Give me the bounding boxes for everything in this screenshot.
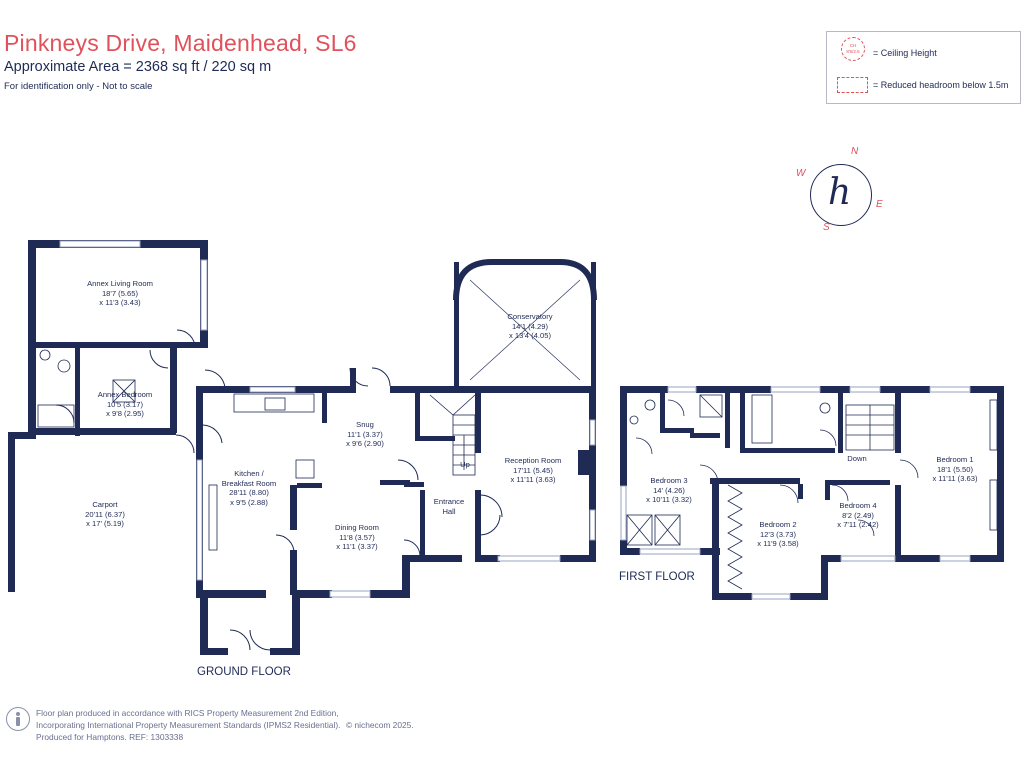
legend-box: CH 8'5/2.6 = Ceiling Height = Reduced he… [826,31,1021,104]
compass-west: W [796,168,806,179]
footer-line-2: Incorporating International Property Mea… [36,720,341,730]
logo-monogram: h [828,172,852,213]
bedroom-2-label: Bedroom 2 12'3 (3.73) x 11'9 (3.58) [757,520,799,549]
reduced-headroom-label: = Reduced headroom below 1.5m [873,80,1009,90]
first-floor-fixtures [626,394,998,590]
bedroom-1-label: Bedroom 1 18'1 (5.50) x 11'11 (3.63) [932,455,978,484]
approximate-area: Approximate Area = 2368 sq ft / 220 sq m [4,59,272,75]
property-title: Pinkneys Drive, Maidenhead, SL6 [4,30,357,56]
first-floor-walls [620,386,1004,600]
first-floor-label: FIRST FLOOR [619,571,695,583]
annex-living-room-label: Annex Living Room 18'7 (5.65) x 11'3 (3.… [87,279,153,308]
footer-line-3: Produced for Hamptons. REF: 1303338 [36,732,184,742]
compass-north: N [851,146,859,157]
annex-bedroom-label: Annex Bedroom 10'5 (3.17) x 9'8 (2.95) [97,390,153,419]
footer-copyright: © nichecom 2025. [346,720,414,730]
ground-floor-label: GROUND FLOOR [197,666,291,678]
stairs-down-label: Down [847,454,867,463]
compass-east: E [876,199,883,210]
compass: h N E S W [796,146,883,233]
snug-label: Snug 11'1 (3.37) x 9'6 (2.90) [346,420,384,449]
footer-line-1: Floor plan produced in accordance with R… [36,708,339,718]
compass-south: S [823,222,830,233]
kitchen-breakfast-room-label: Kitchen / Breakfast Room 28'11 (8.80) x … [221,469,277,507]
carport-label: Carport 20'11 (6.37) x 17' (5.19) [85,500,125,529]
ground-floor-fixtures [37,349,315,551]
entrance-hall-label: Entrance Hall [433,497,465,516]
compass-circle [810,164,872,226]
ground-floor-windows [59,240,596,598]
conservatory-label: Conservatory 14'1 (4.29) x 13'4 (4.05) [507,312,553,341]
ceiling-height-label: = Ceiling Height [873,48,937,58]
dining-room-label: Dining Room 11'8 (3.57) x 11'1 (3.37) [335,523,379,552]
person-scale-icon [6,707,30,731]
ceiling-height-symbol: CH 8'5/2.6 [841,37,865,61]
first-floor-windows [620,386,971,600]
ground-floor-doors [55,329,503,651]
reduced-headroom-symbol [837,77,868,93]
stairs-up-label: Up [460,460,470,469]
bedroom-3-label: Bedroom 3 14' (4.26) x 10'11 (3.32) [646,476,692,505]
reception-room-label: Reception Room 17'11 (5.45) x 11'11 (3.6… [504,456,562,485]
bedroom-4-label: Bedroom 4 8'2 (2.49) x 7'11 (2.42) [837,501,879,530]
ground-floor-stairs [429,394,476,476]
conservatory-outline [453,259,597,381]
scale-disclaimer: For identification only - Not to scale [4,81,153,92]
